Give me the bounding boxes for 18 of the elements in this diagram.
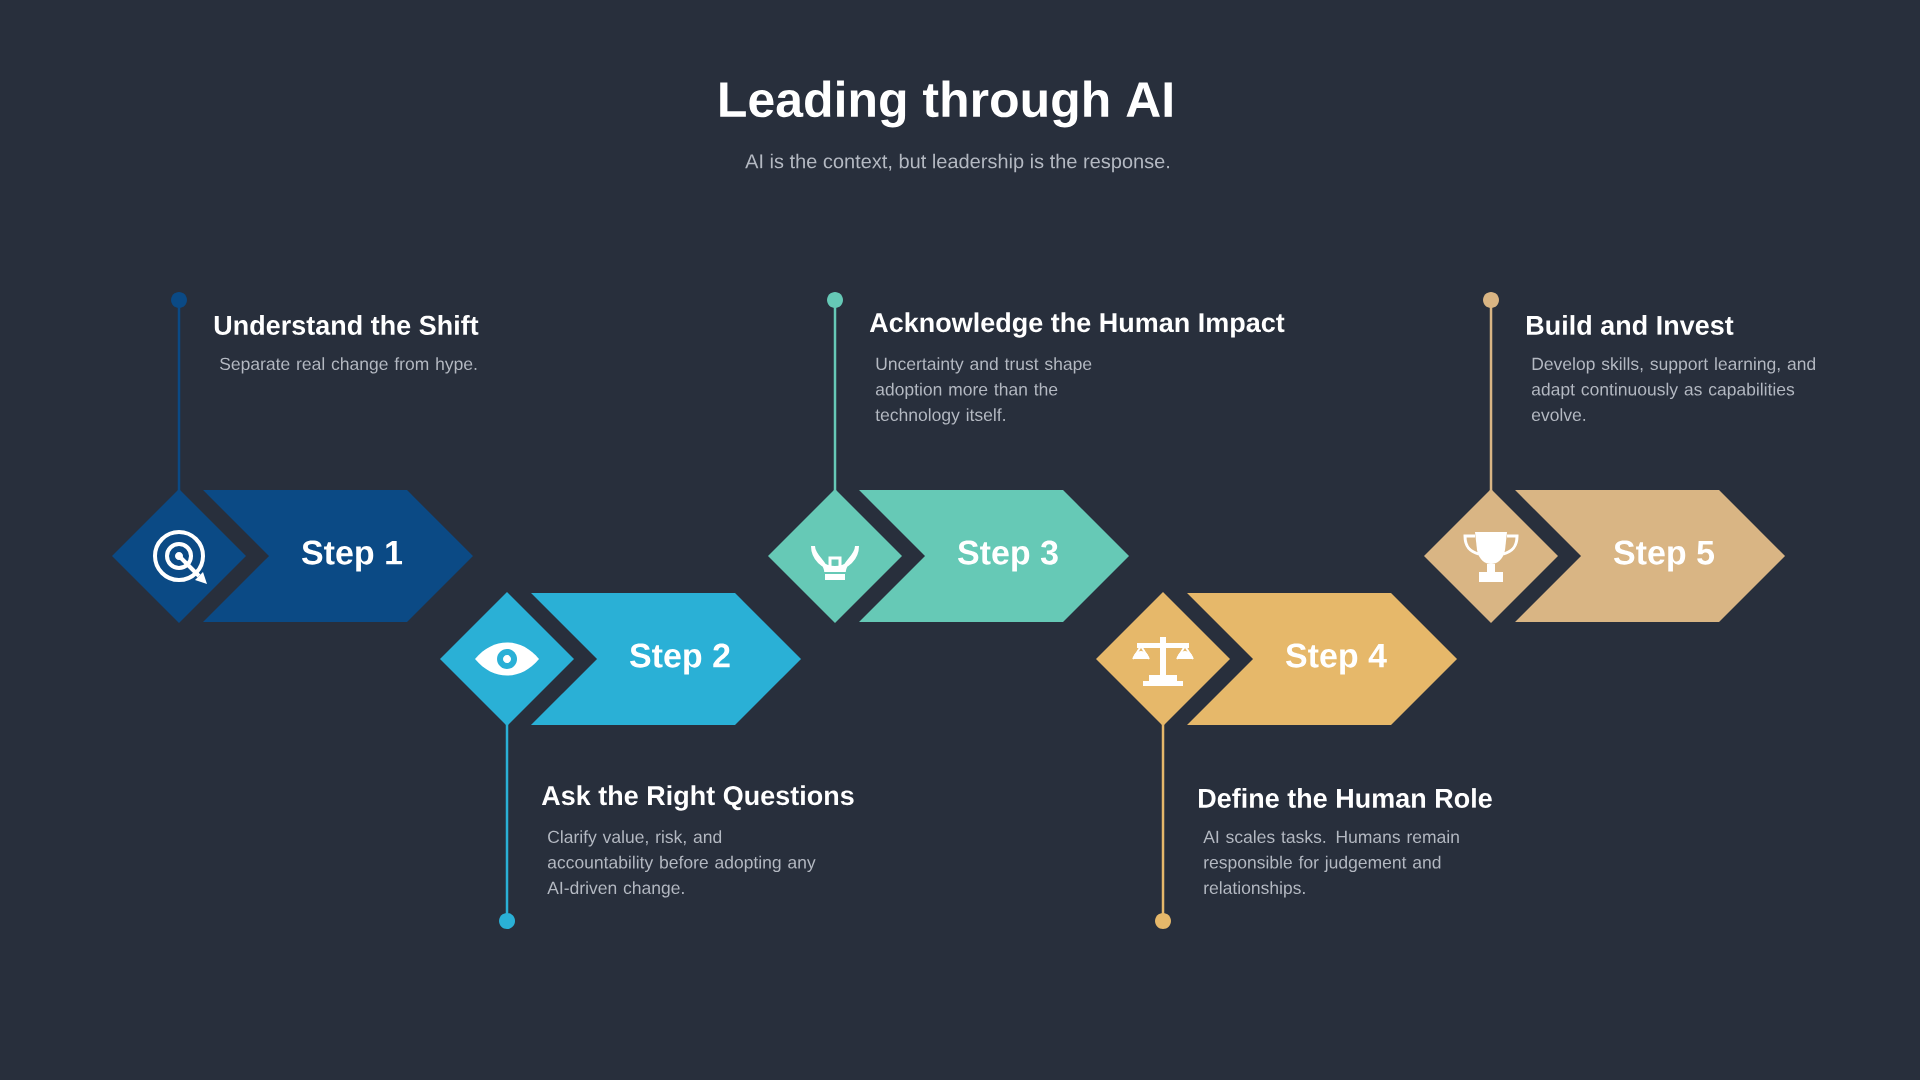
- step-heading: Ask the Right Questions: [541, 785, 854, 811]
- step-chevron: Step 5: [1515, 490, 1785, 622]
- step-chevron: Step 3: [859, 490, 1129, 622]
- step-chevron: Step 4: [1187, 593, 1457, 725]
- node-label: Step 3: [957, 540, 1058, 572]
- step-description: Separate real change from hype.: [220, 357, 477, 374]
- step-heading: Build and Invest: [1527, 315, 1734, 335]
- step-description: Uncertainty and trust shape adoption more than the technology itself.: [875, 357, 1092, 425]
- step-heading: Acknowledge the Human Impact: [869, 312, 1285, 338]
- step-heading: Define the Human Role: [1199, 788, 1492, 808]
- step-chevron: Step 2: [531, 593, 801, 725]
- title: Leading through AI: [720, 80, 1172, 128]
- step-description: Develop skills, support learning, and adapt continuously as capabilities evolve.: [1531, 357, 1816, 422]
- step-chevron: Step 1: [203, 490, 473, 622]
- subtitle: AI is the context, but leadership is the response.: [745, 153, 1169, 173]
- step-heading: Understand the Shift: [214, 315, 479, 335]
- step-description: Clarify value, risk, and accountability before adopting any AI-driven change.: [547, 830, 816, 898]
- step-description: AI scales tasks. Humans remain responsible for judgement and relationships.: [1203, 830, 1459, 898]
